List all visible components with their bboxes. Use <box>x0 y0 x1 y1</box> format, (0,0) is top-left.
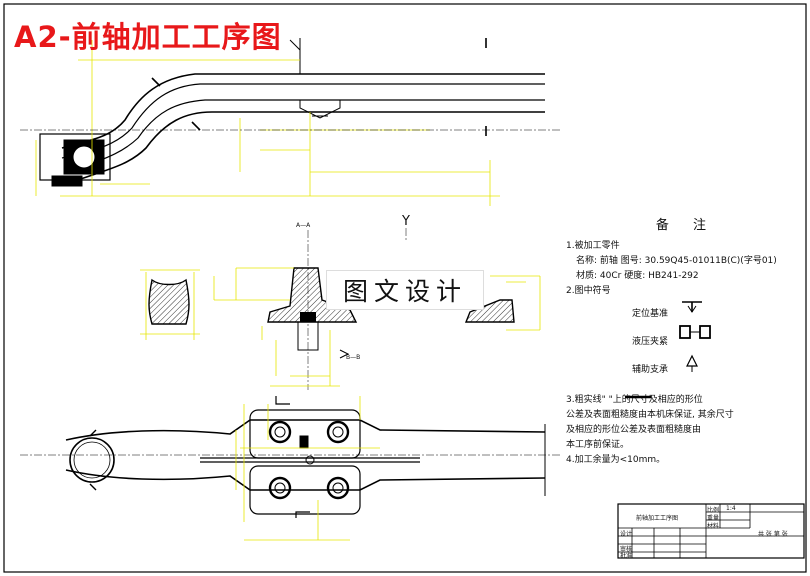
note-line: 本工序前保证。 <box>566 440 630 450</box>
title-block-material-label: 材料 <box>707 523 720 530</box>
title-block-checker-label: 审核 <box>620 546 633 553</box>
note-line: 1.被加工零件 <box>566 241 620 251</box>
note-line: 及相应的形位公差及表面粗糙度由 <box>566 425 702 435</box>
title-block: 前轴加工工序图 比例 1:4 重量 材料 设计 审核 批准 共 张 第 张 <box>618 504 804 560</box>
title-block-weight-label: 重量 <box>707 515 720 522</box>
section-right <box>464 275 541 331</box>
locating-datum-icon <box>682 301 702 313</box>
note-line: 公差及表面粗糙度由本机床保证, 其余尺寸 <box>566 410 734 420</box>
note-line: 4.加工余量为<10mm。 <box>566 455 666 465</box>
title-block-approver-label: 批准 <box>620 553 633 560</box>
dimension-lines-bottom <box>235 396 380 541</box>
section-b-b-left <box>140 269 200 340</box>
title-block-scale-label: 比例 <box>707 507 720 514</box>
watermark-box: 图文设计 <box>326 270 484 310</box>
dimension-lines-top <box>35 40 500 206</box>
note-line: 2.图中符号 <box>566 286 611 296</box>
hydraulic-clamp-icon <box>679 325 711 339</box>
notes-panel: 备 注 1.被加工零件 名称: 前轴 图号: 30.59Q45-01011B(C… <box>566 218 796 468</box>
symbol-label-locating: 定位基准 <box>632 309 669 319</box>
axle-elevation-view <box>39 38 545 187</box>
section-label-y: Y <box>402 214 410 229</box>
note-line: 3.粗实线" "上的尺寸及相应的形位 <box>566 395 703 405</box>
note-line: 名称: 前轴 图号: 30.59Q45-01011B(C)(字号01) <box>576 256 777 266</box>
axle-plan-view <box>65 396 546 518</box>
section-label-b-b: B—B <box>346 354 361 361</box>
title-block-designer-label: 设计 <box>620 531 633 538</box>
section-label-a-a: A—A <box>296 222 311 229</box>
drawing-title: A2-前轴加工工序图 <box>14 20 282 54</box>
title-block-sheet-label: 共 张 第 张 <box>758 531 788 538</box>
title-block-name: 前轴加工工序图 <box>636 515 679 522</box>
title-block-scale-value: 1:4 <box>726 505 736 512</box>
symbol-label-clamp: 液压夹紧 <box>632 337 669 347</box>
notes-heading: 备 注 <box>655 218 717 233</box>
watermark-text: 图文设计 <box>342 277 467 306</box>
drawing-border <box>3 3 807 573</box>
symbol-label-support: 辅助支承 <box>632 365 669 375</box>
thick-line-sample <box>625 395 651 399</box>
title-block-frame <box>617 503 805 559</box>
note-line: 材质: 40Cr 硬度: HB241-292 <box>576 271 699 281</box>
auxiliary-support-icon <box>686 354 698 372</box>
